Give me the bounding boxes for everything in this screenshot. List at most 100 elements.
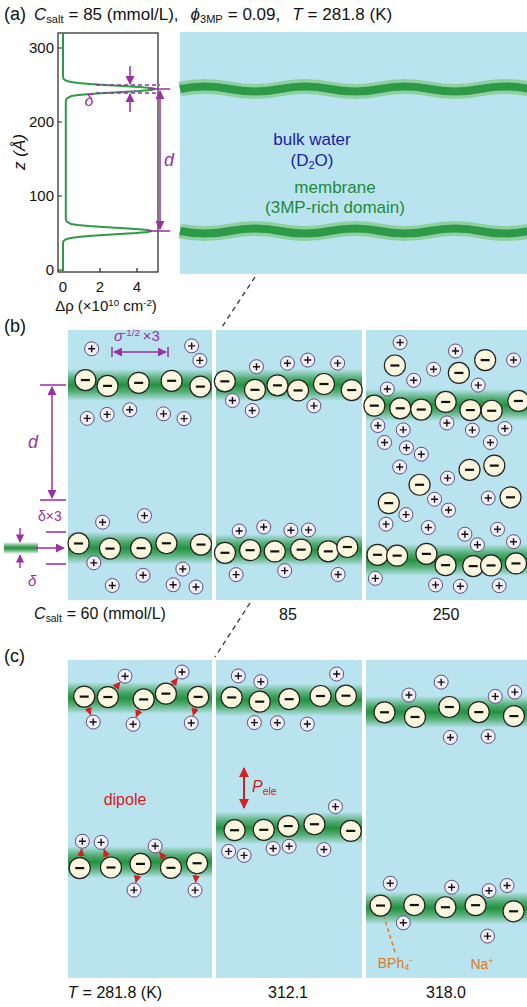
plus-sign (188, 342, 195, 349)
figure-label: C (34, 5, 46, 24)
anion (249, 691, 270, 712)
dipole-arrow (115, 682, 120, 688)
anion (340, 820, 361, 841)
plus-sign (494, 526, 501, 533)
plus-sign (461, 531, 468, 538)
plus-sign (431, 496, 438, 503)
figure-label: dipole (104, 791, 147, 808)
minus-sign (103, 385, 112, 387)
label-group: 4 (133, 278, 141, 295)
anion (188, 686, 209, 707)
minus-sign (471, 904, 480, 906)
anion (505, 553, 526, 574)
minus-sign (481, 359, 490, 361)
figure-label: + (488, 956, 493, 966)
label-group: (c) (4, 646, 25, 667)
figure-label: d (28, 432, 38, 452)
anion (374, 702, 395, 723)
anion (435, 391, 456, 412)
plus-sign (402, 511, 409, 518)
minus-sign (196, 543, 205, 545)
cation (118, 669, 132, 683)
cation (188, 883, 202, 897)
plus-sign (141, 512, 148, 519)
cation (247, 716, 261, 730)
anion (448, 362, 469, 383)
plus-sign (286, 843, 293, 850)
minus-sign (310, 823, 319, 825)
plus-sign (235, 672, 242, 679)
plus-sign (335, 571, 342, 578)
cation (399, 441, 413, 455)
cation (500, 879, 514, 893)
plus-sign (229, 397, 236, 404)
plus-sign (469, 427, 476, 434)
anion (160, 857, 181, 878)
anion (484, 455, 505, 476)
figure-label: (c) (4, 646, 25, 666)
plus-sign (99, 519, 106, 526)
minus-sign (255, 701, 264, 703)
anion (240, 540, 261, 561)
anion (69, 858, 90, 879)
label-group: δ (28, 572, 36, 589)
figure-label: ) (152, 297, 157, 314)
minus-sign (246, 549, 255, 551)
water-region (366, 660, 527, 978)
cation (177, 412, 191, 426)
label-group: 100 (29, 187, 54, 204)
cation (301, 353, 315, 367)
anion (335, 685, 356, 706)
figure-label: δ×3 (38, 508, 62, 524)
label-group: 0 (59, 278, 67, 295)
plus-sign (492, 693, 499, 700)
cation (175, 665, 189, 679)
spacing-arrow (114, 351, 166, 353)
minus-sign (370, 405, 379, 407)
cation (75, 834, 89, 848)
cation (414, 447, 428, 461)
membrane-band (68, 682, 212, 714)
figure-label: 0 (46, 261, 54, 278)
membrane-halo (180, 229, 527, 234)
label-group: Csalt= 60 (mmol/L) (34, 605, 166, 625)
label-group: (b) (4, 316, 26, 337)
plus-sign (304, 721, 311, 728)
anion (337, 537, 358, 558)
figure-label: P (252, 778, 263, 795)
label-group: δ×3 (38, 508, 62, 524)
plus-sign (397, 339, 404, 346)
cation (85, 342, 99, 356)
minus-sign (297, 549, 306, 551)
plus-sign (484, 933, 491, 940)
minus-sign (390, 364, 399, 366)
cation (126, 717, 140, 731)
anion (291, 539, 312, 560)
cation (184, 716, 198, 730)
minus-sign (415, 484, 424, 486)
minus-sign (316, 695, 325, 697)
membrane-band (68, 846, 212, 878)
plus-sign (511, 689, 518, 696)
anion (214, 542, 235, 563)
profile-curve (63, 33, 156, 272)
plus-sign (405, 692, 412, 699)
cation (429, 578, 443, 592)
figure-label: ϕ (191, 5, 200, 24)
plus-sign (160, 410, 167, 417)
anion (221, 687, 242, 708)
cation (123, 403, 137, 417)
minus-sign (469, 565, 478, 567)
plus-sign (236, 527, 243, 534)
plus-sign (447, 734, 454, 741)
anion (253, 819, 274, 840)
water-region (216, 660, 362, 978)
cation (307, 399, 321, 413)
membrane-bands (68, 369, 527, 924)
water-region (366, 330, 527, 600)
cation (225, 394, 239, 408)
cation (284, 523, 298, 537)
cation (440, 416, 454, 430)
minus-sign (465, 469, 474, 471)
